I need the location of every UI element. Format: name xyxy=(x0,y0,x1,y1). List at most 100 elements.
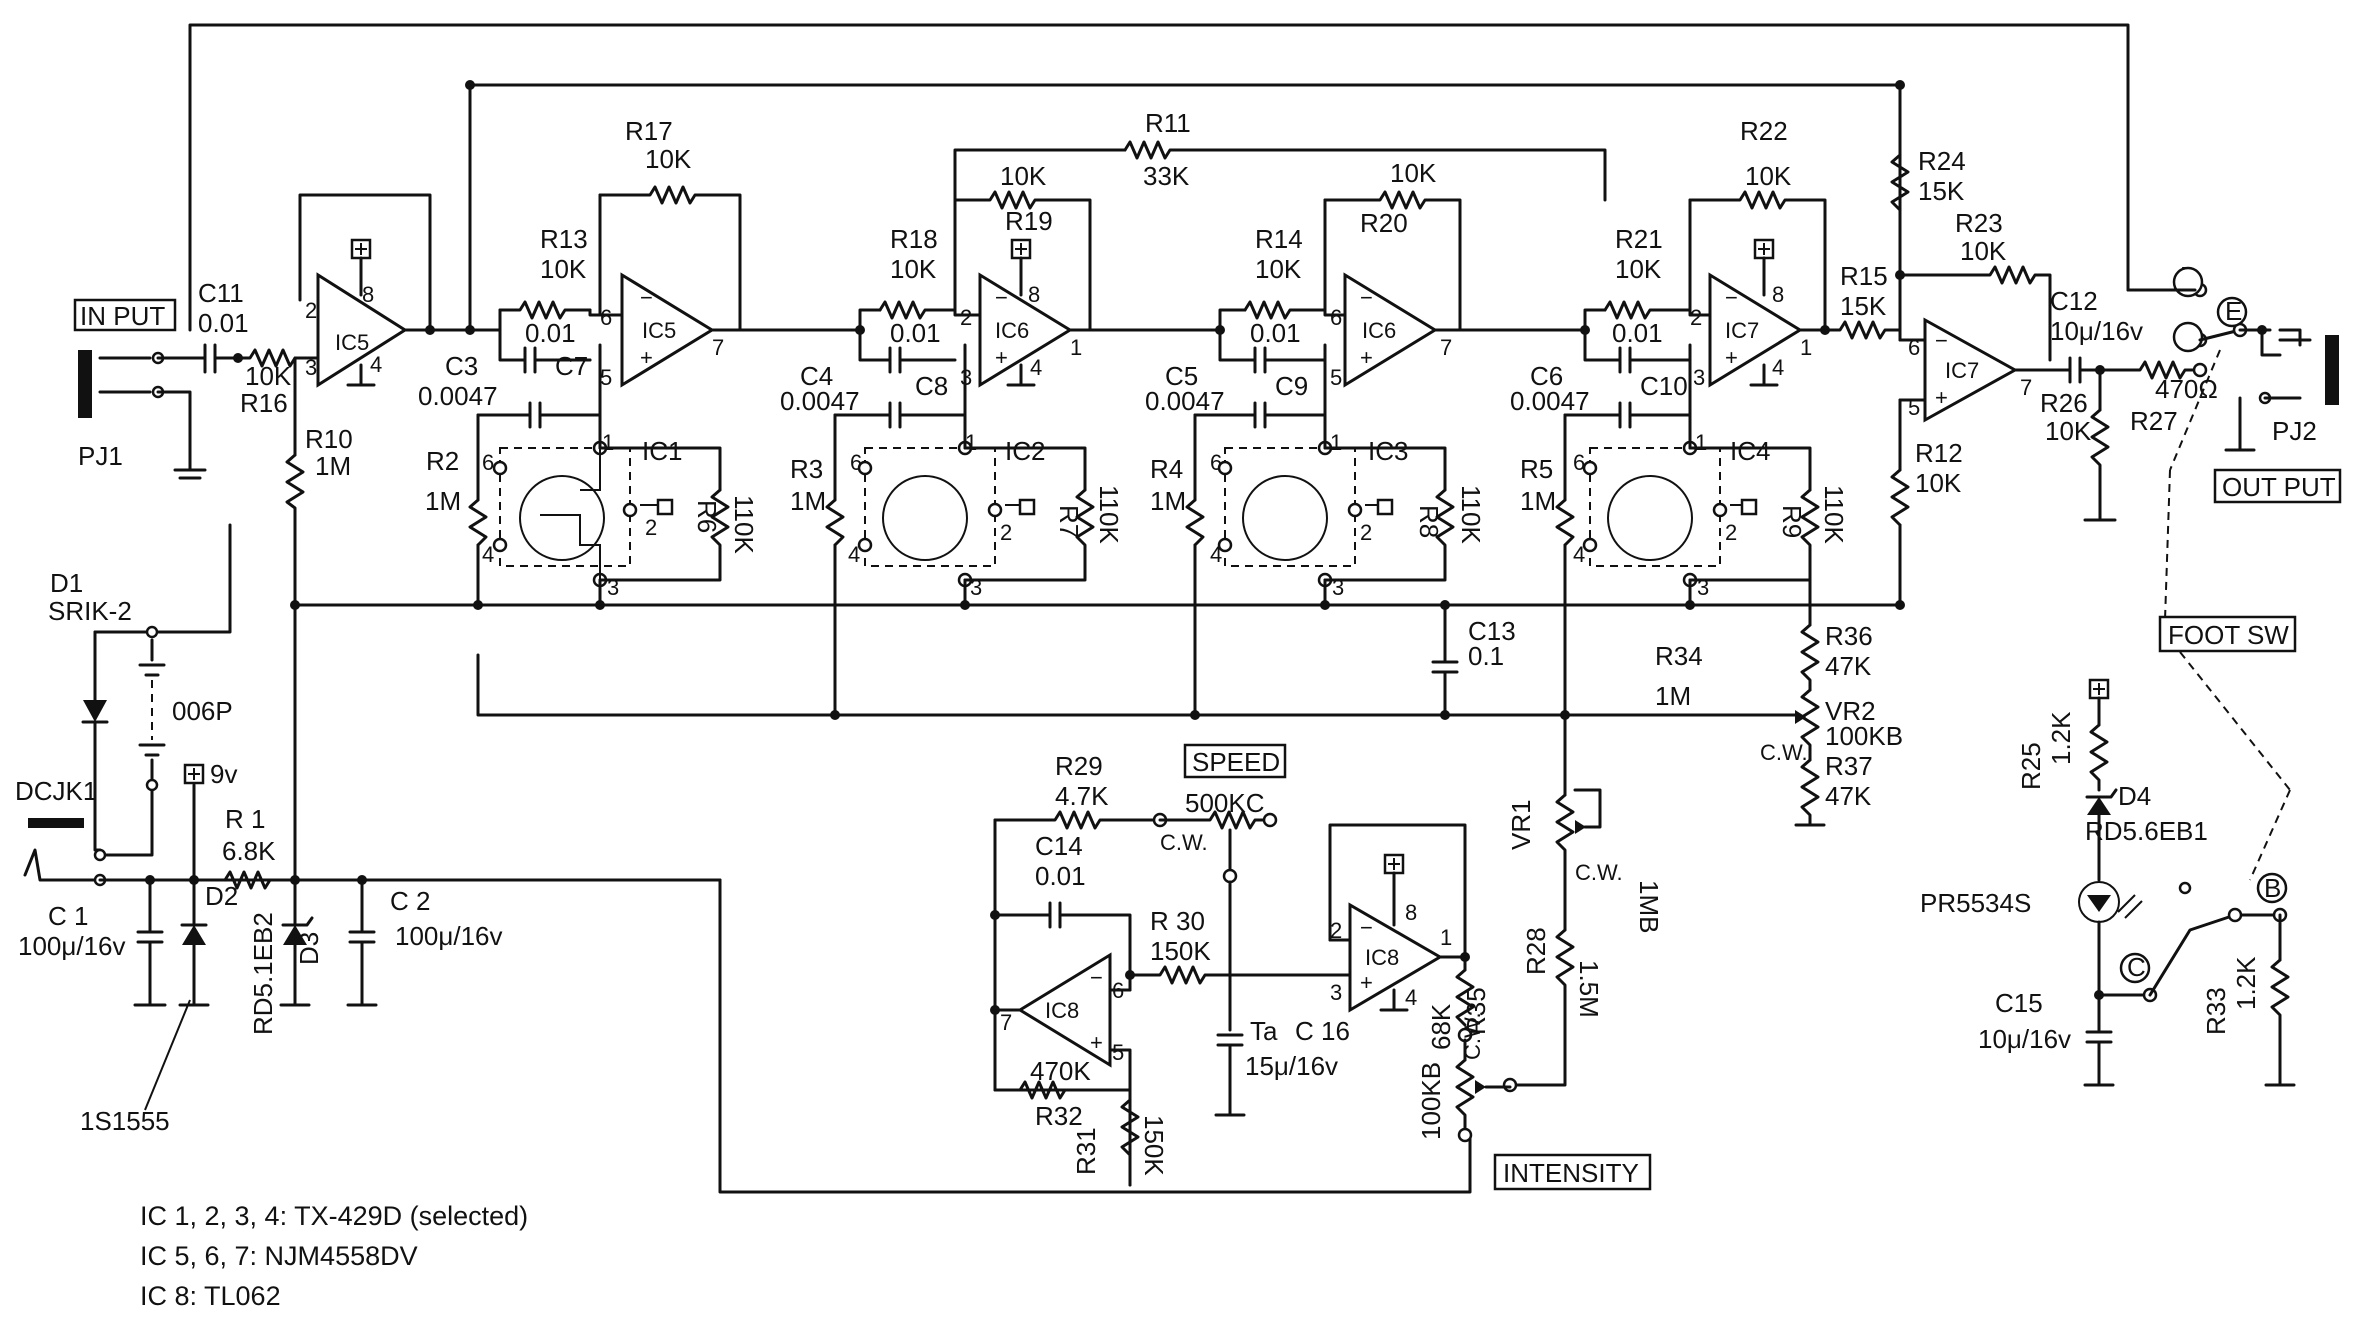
svg-text:110K: 110K xyxy=(1819,485,1849,544)
svg-text:10K: 10K xyxy=(1255,254,1302,284)
output-label: OUT PUT xyxy=(2222,472,2336,502)
svg-text:IC2: IC2 xyxy=(1005,436,1045,466)
intensity-label: INTENSITY xyxy=(1503,1158,1639,1188)
svg-text:C3: C3 xyxy=(445,351,478,381)
svg-text:R25: R25 xyxy=(2016,742,2046,790)
c13-capacitor: C13 0.1 xyxy=(1431,603,1516,720)
foot-sw-label-box xyxy=(2158,615,2297,653)
svg-text:1.5M: 1.5M xyxy=(1574,960,1604,1018)
svg-text:10μ/16v: 10μ/16v xyxy=(2050,316,2143,346)
svg-text:R18: R18 xyxy=(890,224,938,254)
stage-2: R18 10K 0.01 IC6 −+ 10K R19 8 4 23 1 C8 … xyxy=(780,161,1222,720)
svg-text:C 2: C 2 xyxy=(390,886,430,916)
svg-text:0.01: 0.01 xyxy=(1035,861,1086,891)
output-label-box xyxy=(2213,468,2342,504)
junctions xyxy=(290,80,1905,720)
svg-text:R19: R19 xyxy=(1005,206,1053,236)
svg-text:4: 4 xyxy=(1772,355,1784,380)
svg-text:+: + xyxy=(1725,345,1738,370)
svg-text:2: 2 xyxy=(305,298,317,323)
svg-text:6: 6 xyxy=(482,450,494,475)
svg-text:−: − xyxy=(995,285,1008,310)
svg-text:4: 4 xyxy=(1405,985,1417,1010)
svg-text:+: + xyxy=(1360,345,1373,370)
svg-text:R5: R5 xyxy=(1520,454,1553,484)
svg-text:R3: R3 xyxy=(790,454,823,484)
svg-text:R 30: R 30 xyxy=(1150,906,1205,936)
foot-switch-section: FOOT SW R25 1.2K D4 RD5.6EB1 PR5534S C B… xyxy=(1920,615,2297,1087)
svg-text:C.W.: C.W. xyxy=(1575,860,1623,885)
svg-text:500KC: 500KC xyxy=(1185,788,1265,818)
d2-diode-icon xyxy=(182,925,206,945)
svg-text:C.W.: C.W. xyxy=(1160,830,1208,855)
svg-text:100KB: 100KB xyxy=(1416,1062,1446,1140)
foot-sw-label: FOOT SW xyxy=(2168,620,2289,650)
pj2-jack-icon xyxy=(2325,335,2339,405)
svg-text:+: + xyxy=(1360,970,1373,995)
svg-text:IC1: IC1 xyxy=(642,436,682,466)
svg-text:R10: R10 xyxy=(305,424,353,454)
svg-text:10K: 10K xyxy=(1960,236,2007,266)
svg-text:15K: 15K xyxy=(1840,291,1887,321)
svg-text:1: 1 xyxy=(1070,335,1082,360)
svg-text:IC8: IC8 xyxy=(1045,998,1079,1023)
svg-text:0.01: 0.01 xyxy=(525,318,576,348)
svg-text:0.01: 0.01 xyxy=(890,318,941,348)
svg-text:10K: 10K xyxy=(1000,161,1047,191)
svg-text:110K: 110K xyxy=(1094,485,1124,544)
svg-text:15K: 15K xyxy=(1918,176,1965,206)
svg-text:R22: R22 xyxy=(1740,116,1788,146)
svg-text:R15: R15 xyxy=(1840,261,1888,291)
svg-text:006P: 006P xyxy=(172,696,233,726)
svg-text:2: 2 xyxy=(1360,520,1372,545)
svg-text:IC6: IC6 xyxy=(1362,318,1396,343)
svg-text:15μ/16v: 15μ/16v xyxy=(1245,1051,1338,1081)
svg-text:10K: 10K xyxy=(890,254,937,284)
stage-3: R14 10K 0.01 IC6 −+ 10K R20 65 7 C9 C5 0… xyxy=(1145,158,1587,717)
svg-text:8: 8 xyxy=(1028,282,1040,307)
svg-text:8: 8 xyxy=(362,282,374,307)
svg-text:C5: C5 xyxy=(1165,361,1198,391)
svg-text:2: 2 xyxy=(1000,520,1012,545)
svg-text:D2: D2 xyxy=(205,881,238,911)
svg-text:IC8: IC8 xyxy=(1365,945,1399,970)
svg-text:5: 5 xyxy=(1112,1040,1124,1065)
svg-text:D1: D1 xyxy=(50,568,83,598)
svg-text:Ta: Ta xyxy=(1250,1016,1278,1046)
svg-text:R36: R36 xyxy=(1825,621,1873,651)
svg-text:R35: R35 xyxy=(1461,987,1491,1035)
svg-text:R 1: R 1 xyxy=(225,804,265,834)
svg-text:VR1: VR1 xyxy=(1506,799,1536,850)
svg-text:8: 8 xyxy=(1405,900,1417,925)
svg-text:VR2: VR2 xyxy=(1825,696,1876,726)
svg-text:IC5: IC5 xyxy=(642,318,676,343)
svg-text:0.0047: 0.0047 xyxy=(1145,386,1225,416)
ic5-buffer: IC5 8 4 2 3 xyxy=(298,193,472,388)
svg-text:33K: 33K xyxy=(1143,161,1190,191)
svg-text:D3: D3 xyxy=(294,932,324,965)
svg-text:R37: R37 xyxy=(1825,751,1873,781)
svg-text:R6: R6 xyxy=(692,500,722,533)
svg-text:4: 4 xyxy=(482,542,494,567)
svg-text:2: 2 xyxy=(1690,305,1702,330)
lfo-section: SPEED R29 4.7K 500KC C.W. Ta C 16 15μ/16… xyxy=(990,743,1652,1191)
svg-text:R20: R20 xyxy=(1360,208,1408,238)
svg-text:8: 8 xyxy=(1772,282,1784,307)
speed-label-box xyxy=(1183,743,1287,779)
pj1-label: PJ1 xyxy=(78,441,123,471)
svg-text:C8: C8 xyxy=(915,371,948,401)
svg-text:6.8K: 6.8K xyxy=(222,836,276,866)
output-switch: D F E PJ2 OUT PUT xyxy=(2126,261,2342,621)
svg-text:110K: 110K xyxy=(729,495,759,554)
svg-text:R17: R17 xyxy=(625,116,673,146)
svg-text:0.01: 0.01 xyxy=(198,308,249,338)
svg-text:6: 6 xyxy=(1573,450,1585,475)
svg-text:4: 4 xyxy=(1030,355,1042,380)
svg-text:−: − xyxy=(1935,328,1948,353)
svg-text:−: − xyxy=(1360,915,1373,940)
svg-text:10K: 10K xyxy=(645,144,692,174)
svg-text:DCJK1: DCJK1 xyxy=(15,776,97,806)
svg-text:R9: R9 xyxy=(1777,505,1807,538)
svg-text:2: 2 xyxy=(1330,918,1342,943)
